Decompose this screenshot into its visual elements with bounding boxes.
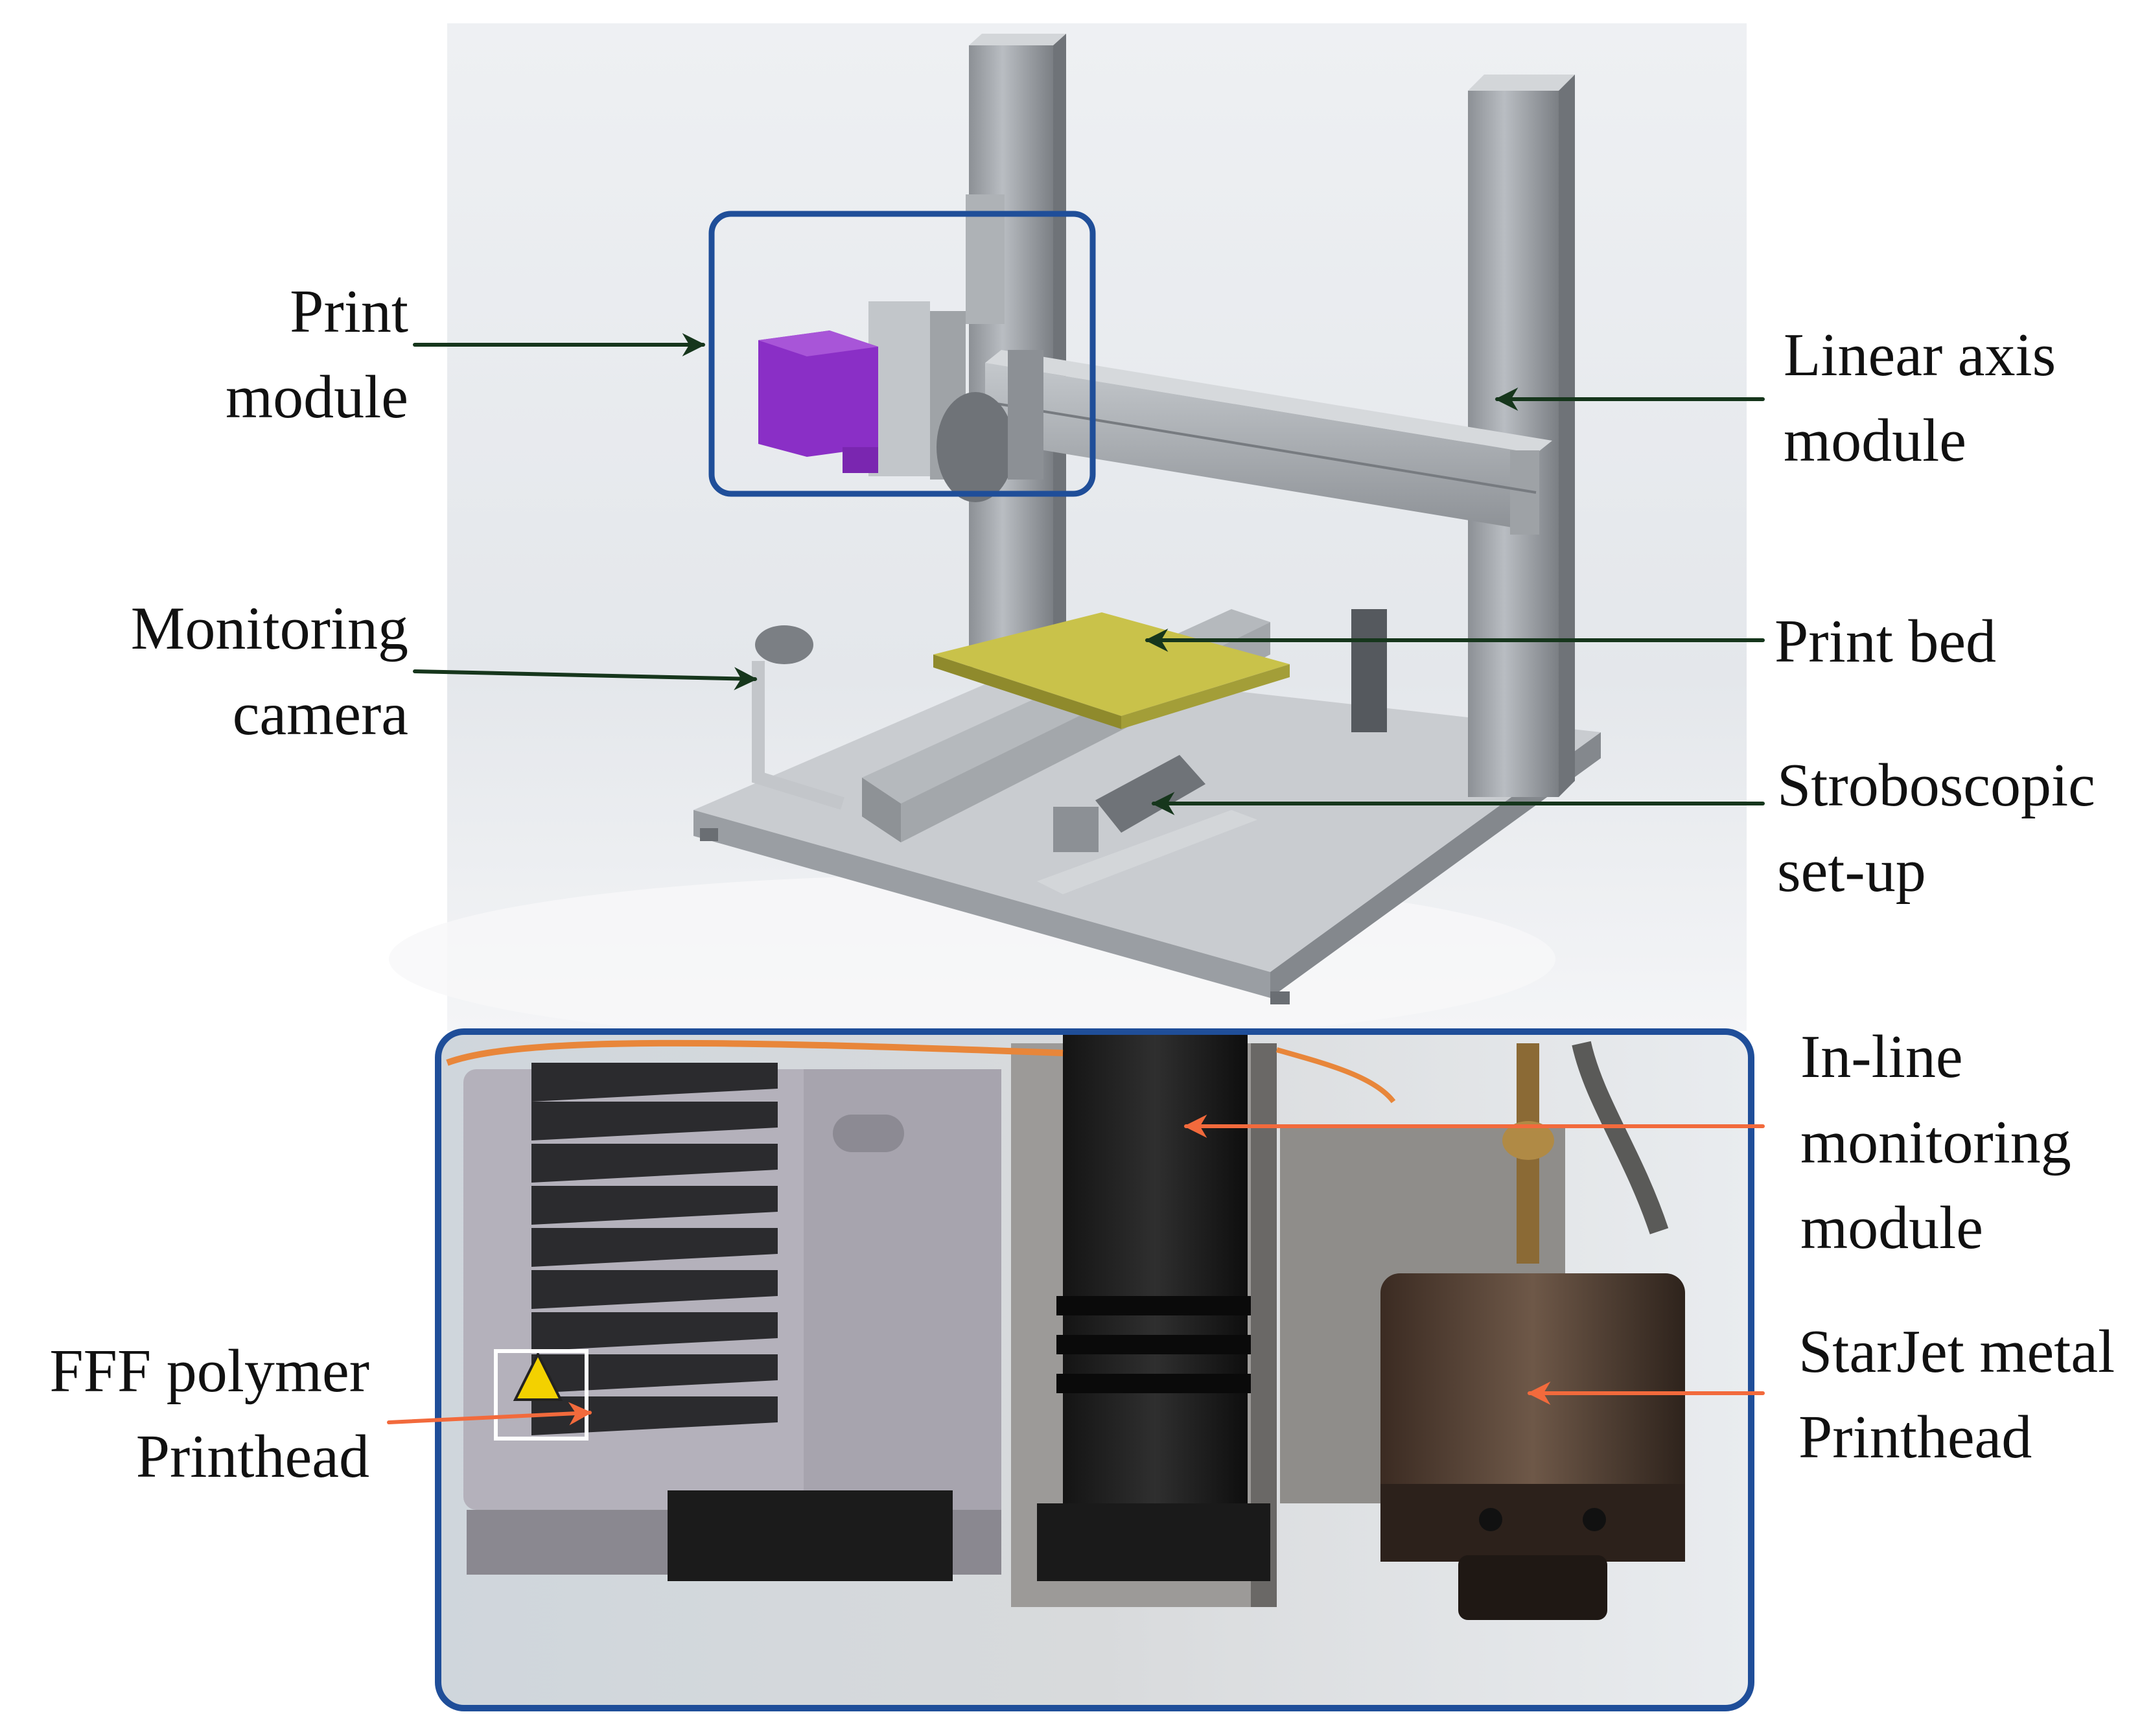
heatsink-fins [531,1063,778,1435]
label-monitoring-camera: Monitoring camera [130,595,408,748]
print-bed [933,612,1290,729]
sensor-block [1351,609,1387,732]
linear-axis-beam [984,350,1552,535]
monitoring-camera-render [752,625,844,810]
print-module-highlight [708,211,1096,497]
callout-arrows [387,333,1765,1426]
photo-frame [435,1028,1754,1711]
label-linear-axis-module: Linear axis module [1784,321,2056,474]
label-stroboscopic-setup: Stroboscopic set-up [1777,752,2095,905]
label-fff-printhead: FFF polymer Printhead [49,1337,369,1490]
fff-printhead-photo [463,1063,1001,1581]
cad-render [389,23,1747,1043]
stroboscopic-render [1037,755,1257,894]
arrow-monitoring-camera [413,667,758,691]
print-module-render [758,194,1043,502]
inline-monitoring-lens-photo [1037,1034,1270,1581]
label-starjet-printhead: StarJet metal Printhead [1798,1318,2115,1471]
base-plate [693,667,1601,1004]
arrow-fff-printhead [387,1402,592,1426]
label-print-module: Print module [226,278,408,431]
printhead-photo [438,1032,1751,1708]
label-inline-monitoring-module: In-line monitoring module [1800,1023,2071,1262]
label-print-bed: Print bed [1775,608,1997,675]
